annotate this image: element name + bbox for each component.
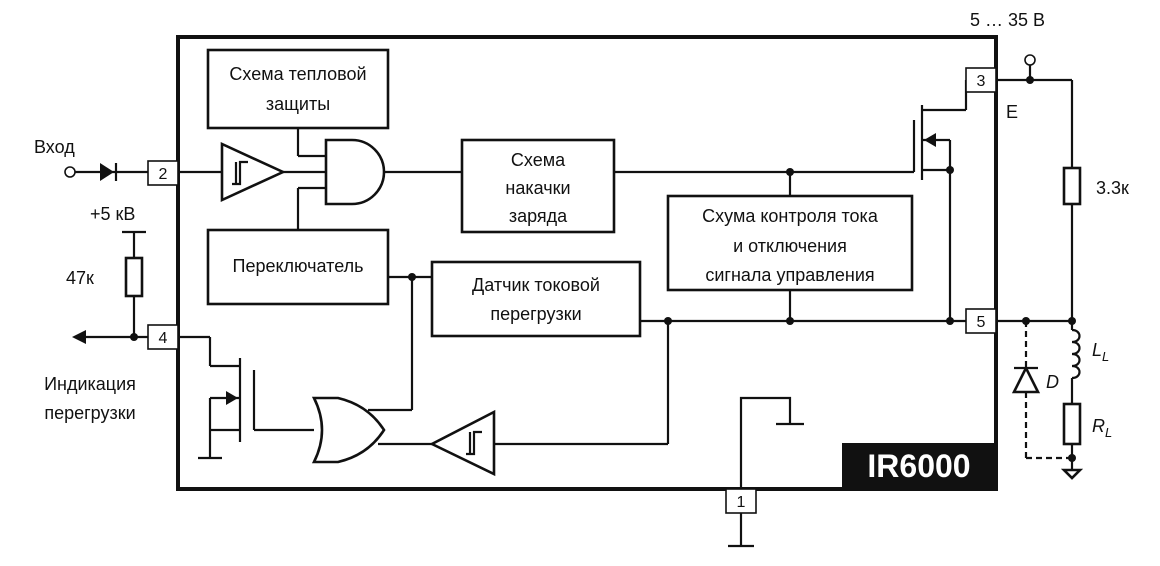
- overload-sensor-block: [430, 260, 642, 338]
- overload-label-2: перегрузки: [44, 403, 135, 423]
- chip-name: IR6000: [867, 448, 970, 484]
- control-text-1: Схума контроля тока: [702, 206, 879, 226]
- input-terminal: [64, 166, 76, 178]
- thermal-text-2: защиты: [266, 94, 330, 114]
- control-text-2: и отключения: [733, 236, 847, 256]
- diode-label: D: [1046, 372, 1059, 392]
- output-arrow-icon: [72, 330, 86, 344]
- pin-1: [725, 488, 757, 514]
- input-label: Вход: [34, 137, 75, 157]
- thermal-text-1: Схема тепловой: [229, 64, 366, 84]
- overload-label-1: Индикация: [44, 374, 136, 394]
- emitter-label: E: [1006, 102, 1018, 122]
- pin-5-label: 5: [977, 314, 986, 331]
- pin-2-label: 2: [159, 166, 168, 183]
- hysteresis-icon: [232, 160, 248, 186]
- or-gate: [311, 396, 386, 464]
- current-control-block: [666, 194, 914, 292]
- pin-3-label: 3: [977, 73, 986, 90]
- inductor-icon: [1071, 328, 1081, 380]
- inductor-label: LL: [1092, 340, 1109, 364]
- supply-label: 5 … 35 В: [970, 10, 1045, 30]
- switch-block: [206, 228, 390, 306]
- hysteresis-icon-2: [466, 430, 482, 456]
- pump-text-2: накачки: [505, 178, 570, 198]
- freewheel-diode-icon: [1011, 365, 1041, 394]
- load-resistor: [1062, 402, 1082, 446]
- pullup-resistor: [124, 256, 144, 298]
- pin-5: [965, 308, 997, 334]
- and-gate: [324, 138, 386, 206]
- schmitt-trigger-input: [220, 141, 287, 203]
- supply-terminal: [1024, 54, 1036, 66]
- chip-outline: [176, 35, 998, 491]
- ground-icon: [1060, 468, 1084, 480]
- switch-text: Переключатель: [233, 256, 364, 276]
- pin-4-label: 4: [159, 330, 168, 347]
- flag-mosfet: [178, 335, 314, 460]
- sensor-text-2: перегрузки: [490, 304, 581, 324]
- load-label: RL: [1092, 416, 1112, 440]
- pin-1-label: 1: [737, 494, 746, 511]
- sensor-text-1: Датчик токовой: [472, 275, 600, 295]
- pullup-voltage-label: +5 кВ: [90, 204, 135, 224]
- resistor-3-3k: [1062, 166, 1082, 206]
- input-buffer-icon: [100, 163, 114, 181]
- output-mosfet: [912, 80, 968, 321]
- schmitt-trigger-overload: [429, 409, 496, 477]
- pump-text-1: Схема: [511, 150, 566, 170]
- control-text-3: сигнала управления: [705, 265, 874, 285]
- r-ext-label: 3.3к: [1096, 178, 1129, 198]
- thermal-protection-block: [206, 48, 390, 130]
- chip-name-badge: [842, 443, 996, 489]
- charge-pump-block: [460, 138, 616, 234]
- pullup-resistor-label: 47к: [66, 268, 94, 288]
- pump-text-3: заряда: [509, 206, 568, 226]
